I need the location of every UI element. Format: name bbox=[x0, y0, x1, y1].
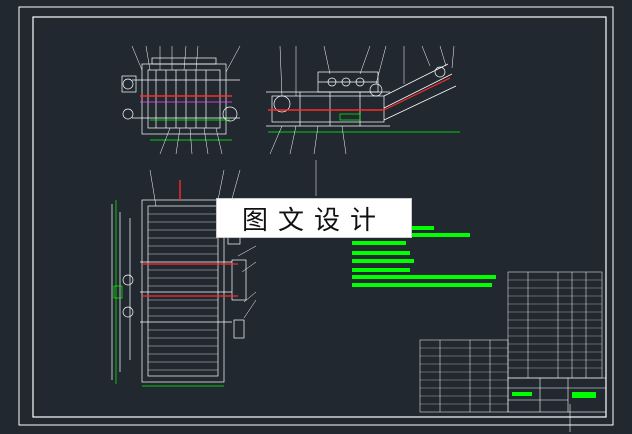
top-left-callouts bbox=[131, 45, 241, 155]
title-block bbox=[507, 377, 607, 432]
top-left-slats bbox=[155, 70, 207, 128]
parts-list-table-lower bbox=[419, 339, 509, 413]
plan-view-callouts bbox=[149, 169, 257, 319]
top-left-view bbox=[121, 57, 240, 141]
parts-list-table bbox=[507, 271, 603, 379]
plan-view bbox=[111, 180, 247, 387]
sheet-frame bbox=[18, 6, 614, 426]
top-right-view bbox=[266, 63, 460, 133]
watermark-banner: 图文设计 bbox=[216, 198, 412, 238]
plan-view-slats bbox=[148, 213, 218, 371]
top-right-callouts bbox=[269, 45, 455, 196]
